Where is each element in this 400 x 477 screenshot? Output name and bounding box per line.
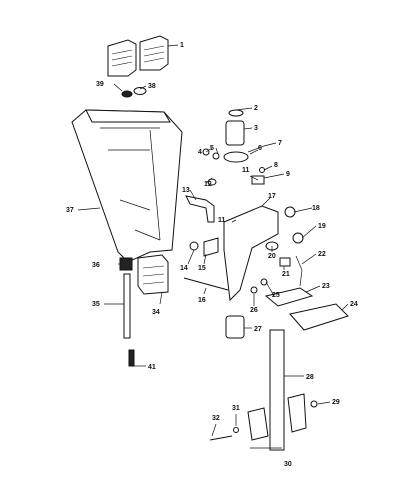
callout-7: 7 <box>278 140 282 147</box>
callout-8: 8 <box>274 162 278 169</box>
callout-34: 34 <box>152 309 160 316</box>
callout-2: 2 <box>254 105 258 112</box>
callout-1: 1 <box>180 42 184 49</box>
callout-14: 14 <box>180 265 188 272</box>
leader-lines <box>77 44 349 449</box>
callout-41: 41 <box>148 364 156 371</box>
part-34-36-35-41 <box>119 254 169 367</box>
callout-23: 23 <box>322 283 330 290</box>
callout-20: 20 <box>268 253 276 260</box>
parts-23-to-27 <box>225 278 349 339</box>
callout-13: 13 <box>182 187 190 194</box>
callout-11b: 11 <box>218 217 226 224</box>
callout-31: 31 <box>232 405 240 412</box>
callout-4: 4 <box>198 149 202 156</box>
callout-25: 25 <box>272 292 280 299</box>
callout-17: 17 <box>268 193 276 200</box>
part-17-swivel-bracket <box>223 205 304 302</box>
part-38-39-nut-washer <box>121 87 147 98</box>
callout-12: 12 <box>204 181 212 188</box>
callout-6: 6 <box>258 145 262 152</box>
callout-labels: 1 2 3 4 5 6 7 8 9 11 12 11 13 14 15 16 1… <box>66 42 358 468</box>
callout-22: 22 <box>318 251 326 258</box>
callout-24: 24 <box>350 301 358 308</box>
callout-35: 35 <box>92 301 100 308</box>
callout-36: 36 <box>92 262 100 269</box>
callout-38: 38 <box>148 83 156 90</box>
callout-28: 28 <box>306 374 314 381</box>
parts-2-to-7 <box>202 109 265 163</box>
callout-19: 19 <box>318 223 326 230</box>
callout-11a: 11 <box>242 167 250 174</box>
callout-5: 5 <box>210 145 214 152</box>
callout-21: 21 <box>282 271 290 278</box>
callout-26: 26 <box>250 307 258 314</box>
callout-18: 18 <box>312 205 320 212</box>
callout-16: 16 <box>198 297 206 304</box>
callout-15: 15 <box>198 265 206 272</box>
callout-37: 37 <box>66 207 74 214</box>
callout-39: 39 <box>96 81 104 88</box>
callout-3: 3 <box>254 125 258 132</box>
callout-29: 29 <box>332 399 340 406</box>
callout-30: 30 <box>284 461 292 468</box>
callout-9: 9 <box>286 171 290 178</box>
parts-28-to-32 <box>209 329 318 451</box>
part-1-mounts <box>107 35 169 77</box>
parts-14-15-16-20-21-22 <box>183 237 303 291</box>
part-37-driveshaft-housing <box>71 109 183 263</box>
callout-27: 27 <box>254 326 262 333</box>
callout-32: 32 <box>212 415 220 422</box>
